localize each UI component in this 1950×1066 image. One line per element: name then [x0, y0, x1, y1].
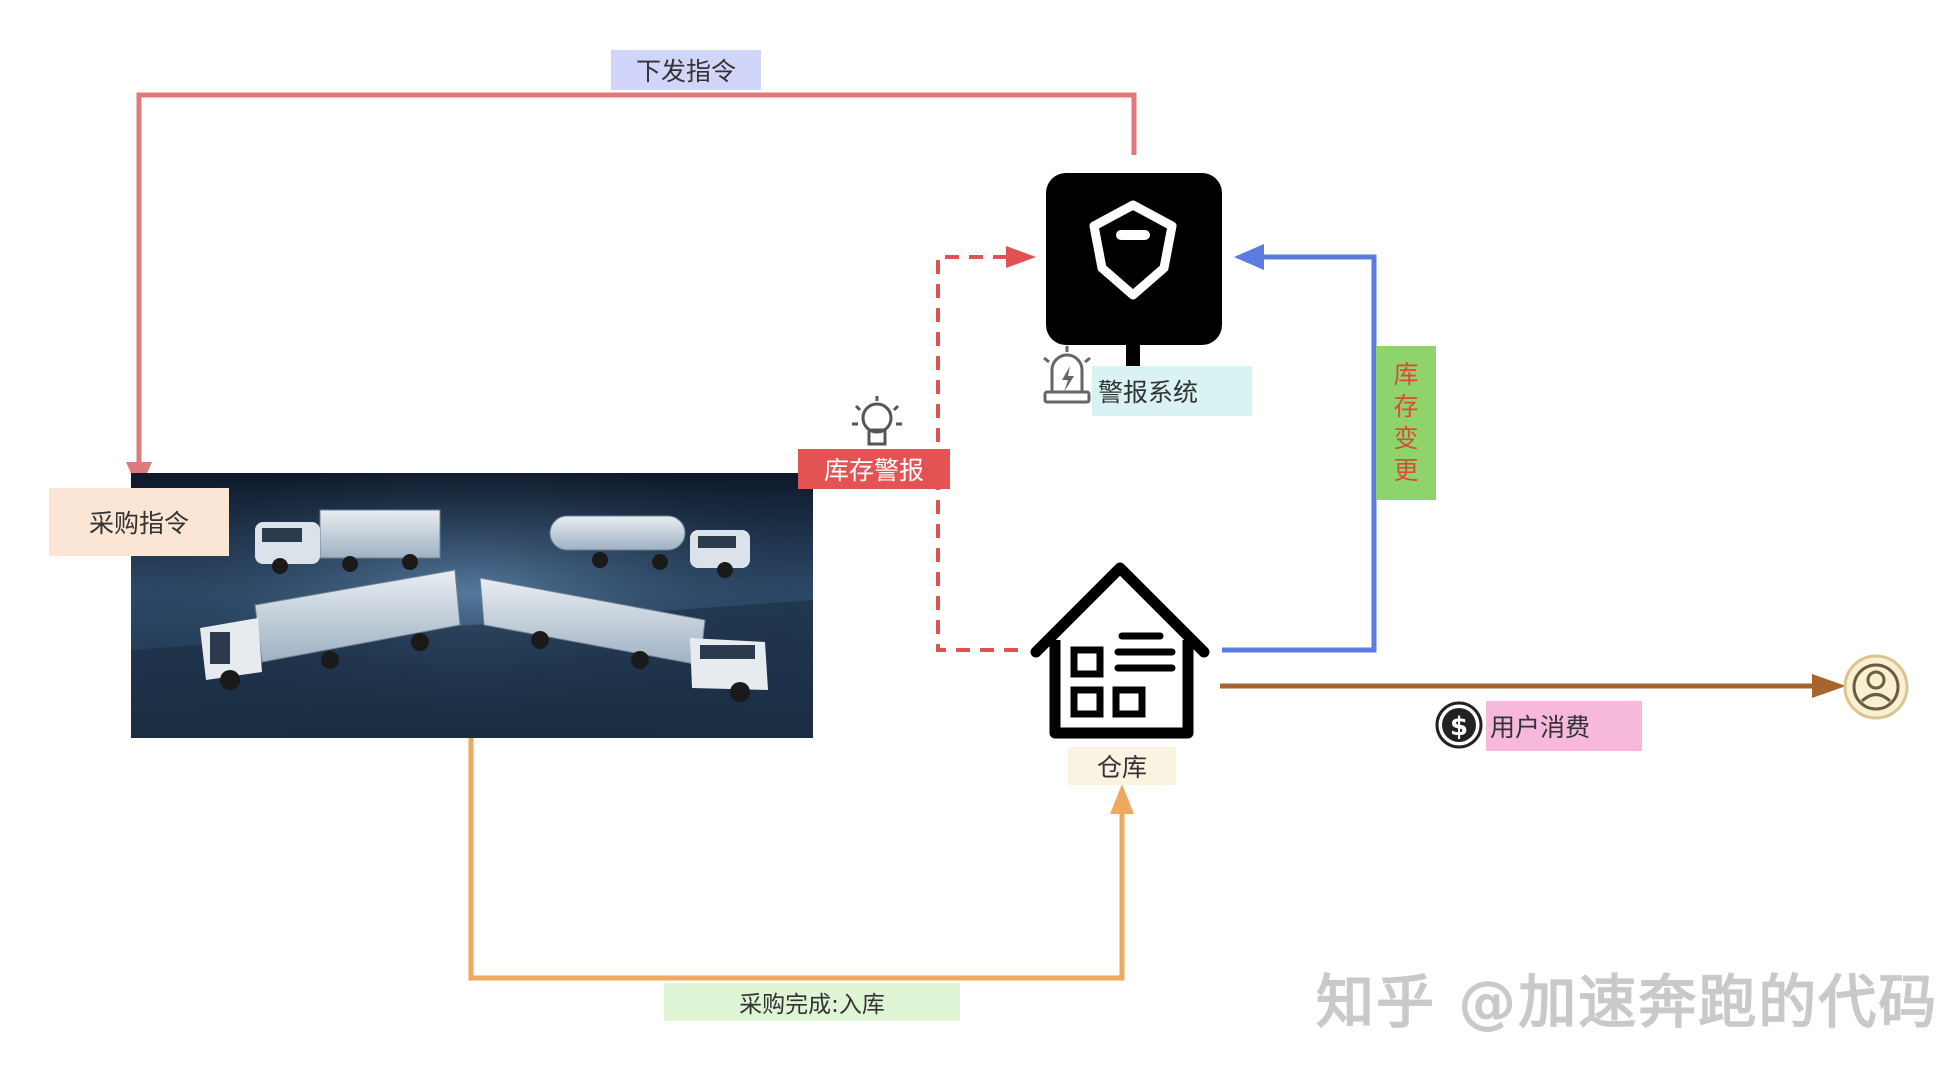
stock-change-line [1222, 254, 1377, 653]
stock-change-char-4: 更 [1393, 456, 1419, 485]
truck-container-right [479, 577, 768, 702]
trucks-image [131, 473, 813, 738]
truck-tanker [549, 515, 750, 578]
stock-change-char-2: 存 [1393, 392, 1419, 421]
purchase-command-label: 采购指令 [49, 488, 229, 556]
user-avatar-icon[interactable] [1843, 654, 1909, 720]
warehouse-house-icon [1030, 562, 1210, 739]
monitor-icon [1046, 173, 1222, 375]
purchase-done-label: 采购完成:入库 [664, 983, 960, 1021]
stock-alert-label: 库存警报 [798, 449, 950, 489]
stock-change-char-1: 库 [1393, 360, 1419, 389]
stock-change-label: 库 存 变 更 [1376, 346, 1436, 500]
issue-command-connector [126, 92, 1137, 492]
purchase-done-line [468, 738, 1125, 981]
warehouse-label: 仓库 [1068, 747, 1176, 785]
truck-container-left [200, 569, 461, 690]
svg-text:$: $ [1450, 712, 1468, 742]
alarm-system-label: 警报系统 [1092, 366, 1252, 416]
stock-alert-line [936, 255, 1018, 652]
issue-command-line [136, 92, 1137, 480]
user-consumption-connector [1220, 674, 1846, 698]
truck-dump [255, 509, 441, 574]
stock-change-connector [1222, 244, 1377, 653]
stock-change-arrowhead [1234, 244, 1264, 270]
dollar-coin-icon: $ [1435, 701, 1483, 749]
watermark: 知乎 @加速奔跑的代码 [1316, 968, 1939, 1036]
purchase-done-arrowhead [1110, 784, 1134, 814]
user-consumption-arrowhead [1812, 674, 1846, 698]
stock-change-char-3: 变 [1393, 424, 1419, 453]
stock-alert-arrowhead [1006, 246, 1036, 268]
siren-icon [1043, 346, 1091, 404]
user-consumption-label: 用户消费 [1486, 701, 1642, 751]
purchase-done-connector [468, 738, 1134, 981]
light-bulb-icon [852, 396, 902, 446]
stock-alert-connector [936, 246, 1036, 652]
issue-command-label: 下发指令 [611, 50, 761, 90]
